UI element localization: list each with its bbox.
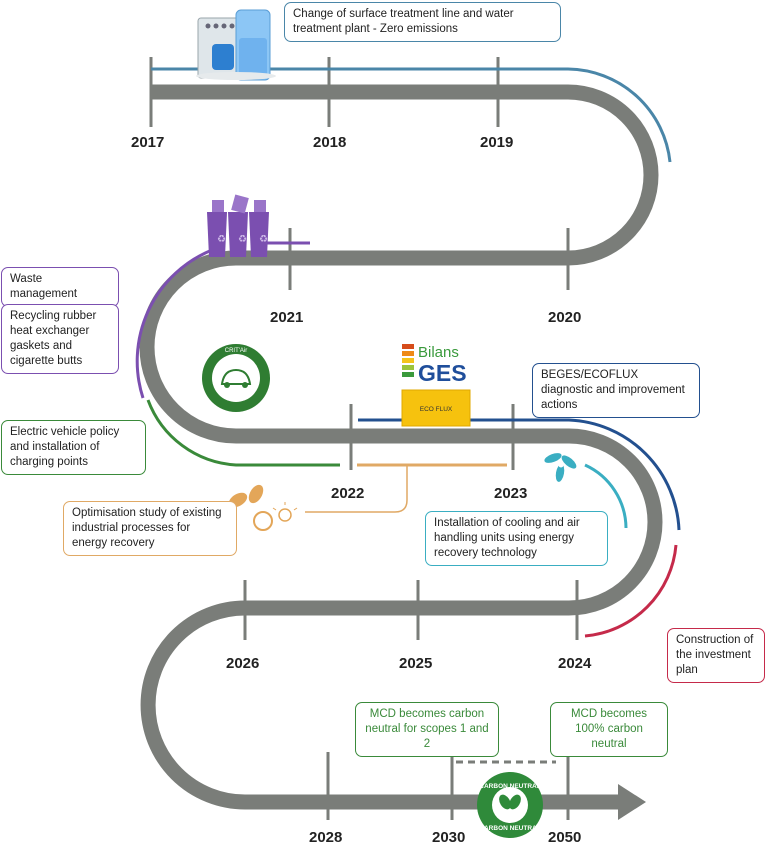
svg-text:♻: ♻ [217, 234, 226, 245]
track-investment [584, 544, 678, 638]
carbon-neutral-seal: CARBON NEUTRAL CARBON NEUTRAL [477, 772, 543, 838]
svg-text:GES: GES [418, 360, 467, 386]
critair-badge: CRIT'Air [202, 344, 270, 412]
svg-text:CARBON NEUTRAL: CARBON NEUTRAL [479, 783, 540, 790]
year-2018: 2018 [313, 134, 347, 151]
year-2025: 2025 [399, 655, 433, 672]
callout-surface-treatment: Change of surface treatment line and wat… [284, 2, 561, 42]
callout-investment: Construction of the investment plan [667, 628, 765, 683]
svg-text:CARBON NEUTRAL: CARBON NEUTRAL [479, 825, 540, 832]
svg-text:CRIT'Air: CRIT'Air [225, 348, 247, 354]
track-surface-treatment [151, 67, 672, 163]
track-beges [358, 418, 681, 531]
recycling-bins-icon: ♻ ♻ ♻ [207, 194, 269, 257]
year-2050: 2050 [548, 829, 582, 846]
svg-text:♻: ♻ [238, 234, 247, 245]
year-ticks [149, 57, 579, 820]
year-2021: 2021 [270, 309, 304, 326]
callout-recycling: Recycling rubber heat exchanger gaskets … [1, 304, 119, 374]
track-recycling [135, 248, 213, 399]
year-2020: 2020 [548, 309, 582, 326]
year-2030: 2030 [432, 829, 466, 846]
callout-optimisation: Optimisation study of existing industria… [63, 501, 237, 556]
year-2017: 2017 [131, 134, 165, 151]
svg-text:♻: ♻ [259, 234, 268, 245]
callout-beges: BEGES/ECOFLUX diagnostic and improvement… [532, 363, 700, 418]
svg-text:Bilans: Bilans [418, 344, 459, 361]
callout-electric-vehicle: Electric vehicle policy and installation… [1, 420, 146, 475]
timeline-arrowhead [618, 784, 646, 820]
energy-leaves-icon [228, 484, 298, 531]
track-electric-vehicle [146, 399, 340, 467]
water-treatment-icon [196, 9, 276, 81]
fan-icon [544, 453, 577, 482]
track-optimisation-link [305, 465, 408, 513]
year-2024: 2024 [558, 655, 592, 672]
year-2026: 2026 [226, 655, 260, 672]
year-2019: 2019 [480, 134, 514, 151]
year-2023: 2023 [494, 485, 528, 502]
track-cooling [584, 463, 628, 529]
callout-cooling: Installation of cooling and air handling… [425, 511, 608, 566]
callout-carbon-scopes: MCD becomes carbon neutral for scopes 1 … [355, 702, 499, 757]
callout-carbon-full: MCD becomes 100% carbon neutral [550, 702, 668, 757]
year-2028: 2028 [309, 829, 343, 846]
bilans-ges-logo: Bilans GES ECO FLUX [400, 344, 471, 427]
svg-text:ECO FLUX: ECO FLUX [420, 406, 453, 413]
year-2022: 2022 [331, 485, 365, 502]
timeline-road [139, 84, 663, 810]
callout-waste-management: Waste management [1, 267, 119, 307]
